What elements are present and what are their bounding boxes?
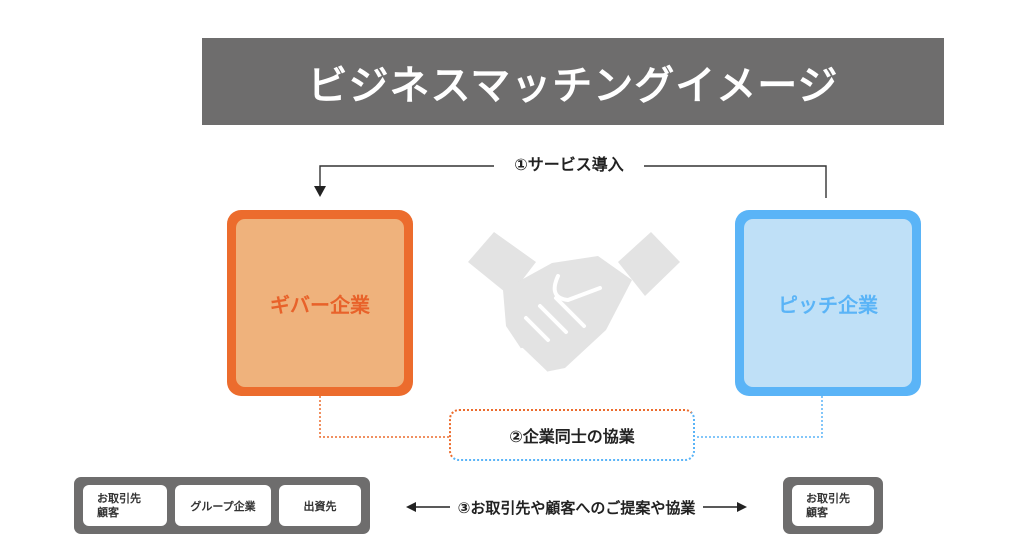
- chip-label: グループ企業: [190, 499, 256, 513]
- arrow-left-icon: [405, 502, 450, 512]
- partner-chip-clients: お取引先 顧客: [83, 485, 167, 526]
- partner-chip-investees: 出資先: [279, 485, 361, 526]
- arrow-right-icon: [703, 502, 748, 512]
- handshake-icon: [468, 232, 680, 372]
- collaboration-box: ②企業同士の協業: [449, 409, 695, 461]
- pitch-collab-dotted-line: [695, 396, 823, 438]
- partner-chip-clients: お取引先 顧客: [792, 485, 874, 526]
- chip-line: 顧客: [97, 505, 119, 519]
- giver-company-label: ギバー企業: [236, 219, 404, 387]
- chip-line: お取引先: [97, 491, 141, 505]
- step3-label: ③お取引先や顧客へのご提案や協業: [457, 498, 696, 517]
- giver-company-box: ギバー企業: [227, 210, 413, 396]
- chip-line: お取引先: [806, 491, 850, 505]
- page-title: ビジネスマッチングイメージ: [307, 62, 839, 109]
- partner-chip-group-companies: グループ企業: [175, 485, 271, 526]
- arrow-down-icon: [314, 186, 326, 197]
- pitch-company-box: ピッチ企業: [735, 210, 921, 396]
- step3-row: ③お取引先や顧客へのご提案や協業: [372, 494, 781, 520]
- chip-label: 出資先: [303, 499, 337, 513]
- pitch-company-label: ピッチ企業: [744, 219, 912, 387]
- title-banner: ビジネスマッチングイメージ: [202, 38, 944, 125]
- right-partner-group: お取引先 顧客: [783, 477, 883, 534]
- collaboration-label: ②企業同士の協業: [509, 427, 635, 446]
- giver-collab-dotted-line: [319, 396, 449, 438]
- step1-label: ①サービス導入: [494, 152, 644, 178]
- chip-line: 顧客: [806, 505, 828, 519]
- left-partner-group: お取引先 顧客 グループ企業 出資先: [74, 477, 370, 534]
